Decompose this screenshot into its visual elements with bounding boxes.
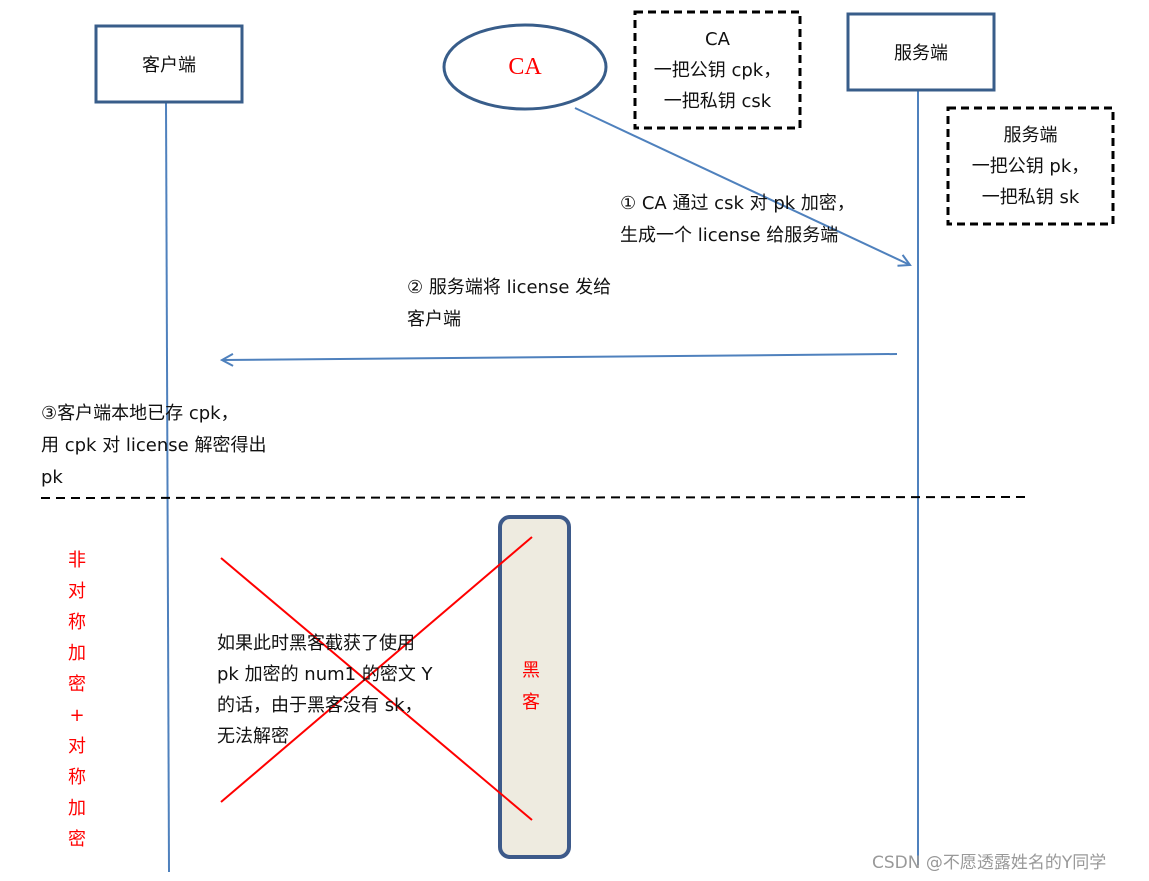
cross-line-2: [220, 536, 533, 803]
step3-text: ③客户端本地已存 cpk， 用 cpk 对 license 解密得出 pk: [41, 398, 266, 494]
text-line: pk: [41, 467, 63, 488]
client-actor: 客户端: [96, 26, 242, 102]
client-label: 客户端: [142, 55, 196, 76]
char: 密: [68, 674, 86, 695]
ca-actor: CA: [444, 25, 606, 109]
text-line: 如果此时黑客截获了使用: [217, 633, 415, 654]
text-line: ② 服务端将 license 发给: [407, 277, 612, 298]
client-box-border: [94, 24, 244, 104]
text-line: ③客户端本地已存 cpk，: [41, 403, 239, 424]
watermark: CSDN @不愿透露姓名的Y同学: [872, 853, 1107, 873]
char: 对: [68, 736, 86, 757]
char: 称: [68, 612, 86, 633]
server-actor: 服务端: [848, 14, 994, 90]
server-label: 服务端: [894, 43, 948, 64]
server-box-border: [846, 12, 996, 92]
separator-dashed: [40, 496, 1031, 499]
text-line: 用 cpk 对 license 解密得出: [41, 435, 267, 456]
char: 对: [68, 581, 86, 602]
char: 称: [68, 767, 86, 788]
text-line: ① CA 通过 csk 对 pk 加密，: [620, 193, 855, 214]
char: 加: [68, 643, 86, 664]
note-line: CA: [705, 28, 730, 50]
text-line: pk 加密的 num1 的密文 Y: [217, 664, 433, 685]
server-keys-note: 服务端 一把公钥 pk， 一把私钥 sk: [948, 108, 1113, 224]
note-line: 一把私钥 csk: [663, 90, 772, 112]
text-line: 无法解密: [217, 726, 289, 747]
char: +: [69, 705, 85, 726]
note-line: 一把私钥 sk: [981, 186, 1080, 208]
text-line: 的话，由于黑客没有 sk，: [217, 695, 423, 716]
char: 密: [68, 829, 86, 850]
arrow-server-to-client: [222, 353, 898, 360]
hacker-box: [498, 515, 571, 859]
arrow-ca-to-server: [574, 107, 910, 265]
hacker-label: 黑 客: [522, 655, 540, 719]
note-line: 一把公钥 cpk，: [653, 59, 782, 81]
ca-keys-note: CA 一把公钥 cpk， 一把私钥 csk: [635, 12, 800, 128]
ca-note-border: [633, 10, 802, 130]
cross-line-1: [220, 557, 533, 821]
text-line: 生成一个 license 给服务端: [620, 225, 839, 246]
side-label-vertical: 非 对 称 加 密 + 对 称 加 密: [66, 545, 88, 855]
server-note-border: [946, 106, 1115, 226]
note-line: 服务端: [1003, 124, 1058, 146]
step2-text: ② 服务端将 license 发给 客户端: [407, 272, 611, 336]
hacker-description: 如果此时黑客截获了使用 pk 加密的 num1 的密文 Y 的话，由于黑客没有 …: [217, 628, 433, 752]
char: 黑: [522, 660, 540, 681]
client-lifeline: [165, 101, 170, 873]
text-line: 客户端: [407, 309, 461, 330]
step1-text: ① CA 通过 csk 对 pk 加密， 生成一个 license 给服务端: [620, 188, 855, 252]
ca-ellipse: [442, 23, 608, 111]
char: 非: [68, 550, 86, 571]
char: 加: [68, 798, 86, 819]
note-line: 一把公钥 pk，: [971, 155, 1090, 177]
char: 客: [522, 692, 540, 713]
ca-label: CA: [508, 53, 542, 80]
